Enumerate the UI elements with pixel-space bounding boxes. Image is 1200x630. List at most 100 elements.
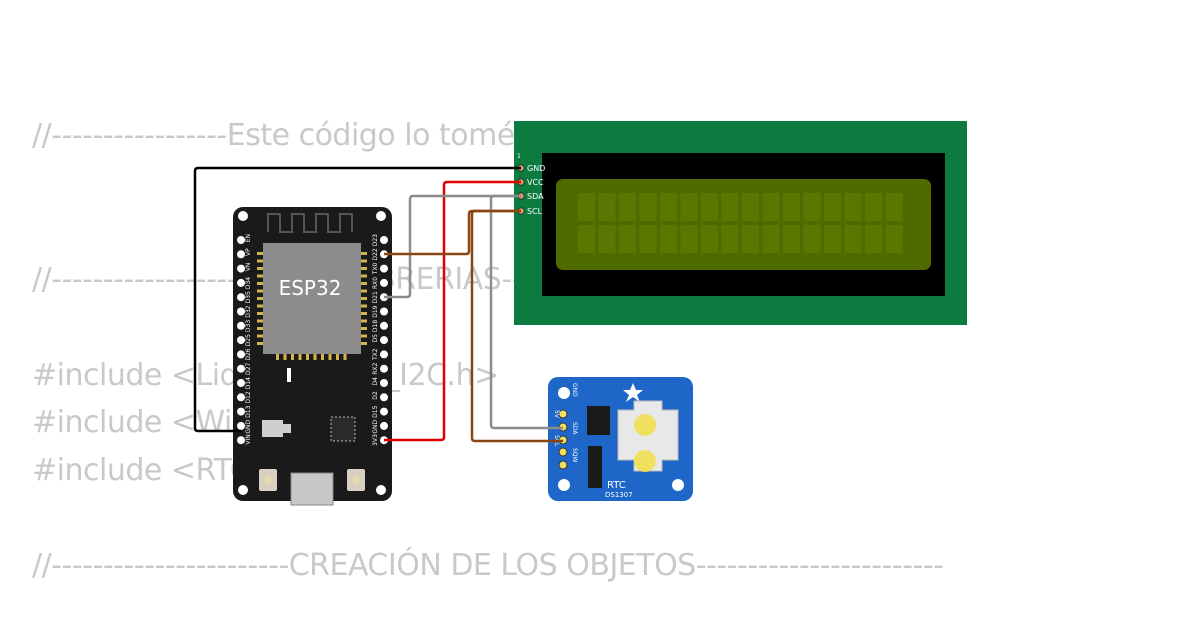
esp32-pin-label: D25 <box>245 334 252 346</box>
esp32-pin-right[interactable] <box>380 393 388 402</box>
esp32-pin-right[interactable] <box>380 336 388 345</box>
wire-gnd[interactable] <box>193 166 521 433</box>
esp32-pin-left[interactable] <box>237 293 245 302</box>
module-pad <box>257 319 263 323</box>
esp32-pin-left[interactable] <box>237 350 245 359</box>
lcd-pin-label-gnd: GND <box>527 164 545 173</box>
esp32-pin-left[interactable] <box>237 264 245 273</box>
esp32-pin-left[interactable] <box>237 307 245 316</box>
wire-sda-lcd[interactable] <box>384 194 521 299</box>
lcd-char-cell <box>803 225 821 253</box>
esp32-pin-left[interactable] <box>237 421 245 430</box>
esp32-board[interactable]: ESP32 ENVPVND34D35D32D33D25D26D27D14D12D… <box>233 207 392 506</box>
module-pad <box>336 354 339 360</box>
wire-sda-rtc[interactable] <box>489 194 563 430</box>
esp32-pin-right[interactable] <box>380 321 388 330</box>
esp32-pin-label: VN <box>245 263 252 272</box>
wire-scl-lcd[interactable] <box>384 209 521 256</box>
rtc-pin-label-5v: 5V <box>553 410 560 419</box>
esp32-pin-left[interactable] <box>237 336 245 345</box>
lcd-char-cell <box>742 225 759 253</box>
module-pad <box>283 354 287 360</box>
ds1307-chip <box>587 406 610 435</box>
esp32-pin-right[interactable] <box>380 307 388 316</box>
module-pad <box>361 304 367 308</box>
esp32-pin-left[interactable] <box>237 436 245 445</box>
lcd-char-cell <box>762 193 780 221</box>
mounting-hole <box>672 479 684 491</box>
esp32-pin-right[interactable] <box>380 264 388 273</box>
esp32-pin-label: D34 <box>245 277 252 289</box>
lcd-char-cell <box>639 193 657 221</box>
esp32-pin-left[interactable] <box>237 379 245 387</box>
module-pad <box>257 274 263 278</box>
lcd-char-cell <box>885 193 903 221</box>
esp32-pin-left[interactable] <box>237 393 245 402</box>
esp32-pin-right[interactable] <box>380 421 388 430</box>
lcd-pin-label-scl: SCL <box>527 207 543 216</box>
esp32-pin-left[interactable] <box>237 236 245 244</box>
rtc-pin-label-sqw: SQW <box>571 448 578 463</box>
esp32-pin-left[interactable] <box>237 407 245 416</box>
crystal <box>588 446 602 488</box>
wire-vcc[interactable] <box>384 180 521 442</box>
lcd-char-cell <box>844 193 862 221</box>
module-pad <box>361 334 367 338</box>
module-pad <box>276 354 279 360</box>
esp32-pin-label: TX2 <box>372 348 379 361</box>
module-pad <box>361 297 367 300</box>
module-pad <box>257 304 263 308</box>
module-pad <box>257 342 263 345</box>
rtc-pin-gnd[interactable] <box>558 409 568 419</box>
regulator-tab <box>283 424 291 433</box>
esp32-pin-right[interactable] <box>380 350 388 359</box>
rtc-pin-label-sda: SDA <box>571 422 578 435</box>
adafruit-star-icon <box>623 383 643 402</box>
en-button[interactable] <box>259 469 277 491</box>
mounting-hole <box>558 479 570 491</box>
module-pad <box>257 252 263 255</box>
lcd-char-cell <box>598 225 616 253</box>
module-pad <box>361 342 367 345</box>
lcd-char-cell <box>701 225 718 253</box>
esp32-pin-right[interactable] <box>380 407 388 416</box>
esp32-pin-right[interactable] <box>380 278 388 287</box>
module-pad <box>361 267 367 270</box>
lcd-char-cell <box>660 225 677 253</box>
lcd-pin-label-sda: SDA <box>527 192 544 201</box>
boot-button[interactable] <box>347 469 365 491</box>
esp32-pin-right[interactable] <box>380 379 388 387</box>
lcd-char-cell <box>803 193 821 221</box>
module-pad <box>361 327 367 330</box>
lcd-char-cell <box>619 193 636 221</box>
rtc-module[interactable]: RTC DS1307 GND 5V SDA SCL SQW <box>548 377 693 501</box>
esp32-pin-left[interactable] <box>237 250 245 259</box>
esp32-pin-right[interactable] <box>380 364 388 373</box>
esp32-pin-left[interactable] <box>237 364 245 373</box>
wire-scl-rtc[interactable] <box>470 209 563 443</box>
module-pad <box>361 282 367 285</box>
lcd-char-cell <box>598 193 616 221</box>
micro-usb-port[interactable] <box>290 472 334 506</box>
esp32-pin-left[interactable] <box>237 321 245 330</box>
lcd-module[interactable]: 1 GND VCC SDA SCL <box>514 121 967 325</box>
lcd-char-cell <box>721 225 739 253</box>
lcd-char-cell <box>639 225 657 253</box>
lcd-char-cell <box>783 225 800 253</box>
mounting-hole <box>376 211 386 221</box>
mounting-hole <box>558 387 570 399</box>
rtc-pin-scl[interactable] <box>558 447 568 457</box>
rtc-pin-sqw[interactable] <box>558 460 568 470</box>
battery-contact <box>634 450 656 472</box>
esp32-pin-right[interactable] <box>380 236 388 244</box>
lcd-char-cell <box>824 225 841 253</box>
lcd-char-cell <box>660 193 677 221</box>
usb-uart-chip <box>330 416 356 442</box>
module-pad <box>328 354 332 360</box>
esp32-pin-left[interactable] <box>237 278 245 287</box>
module-pad <box>361 252 367 255</box>
battery-contact <box>634 414 656 436</box>
esp32-pin-label: RX0 <box>372 277 379 289</box>
esp32-pin-label: D32 <box>245 305 252 317</box>
